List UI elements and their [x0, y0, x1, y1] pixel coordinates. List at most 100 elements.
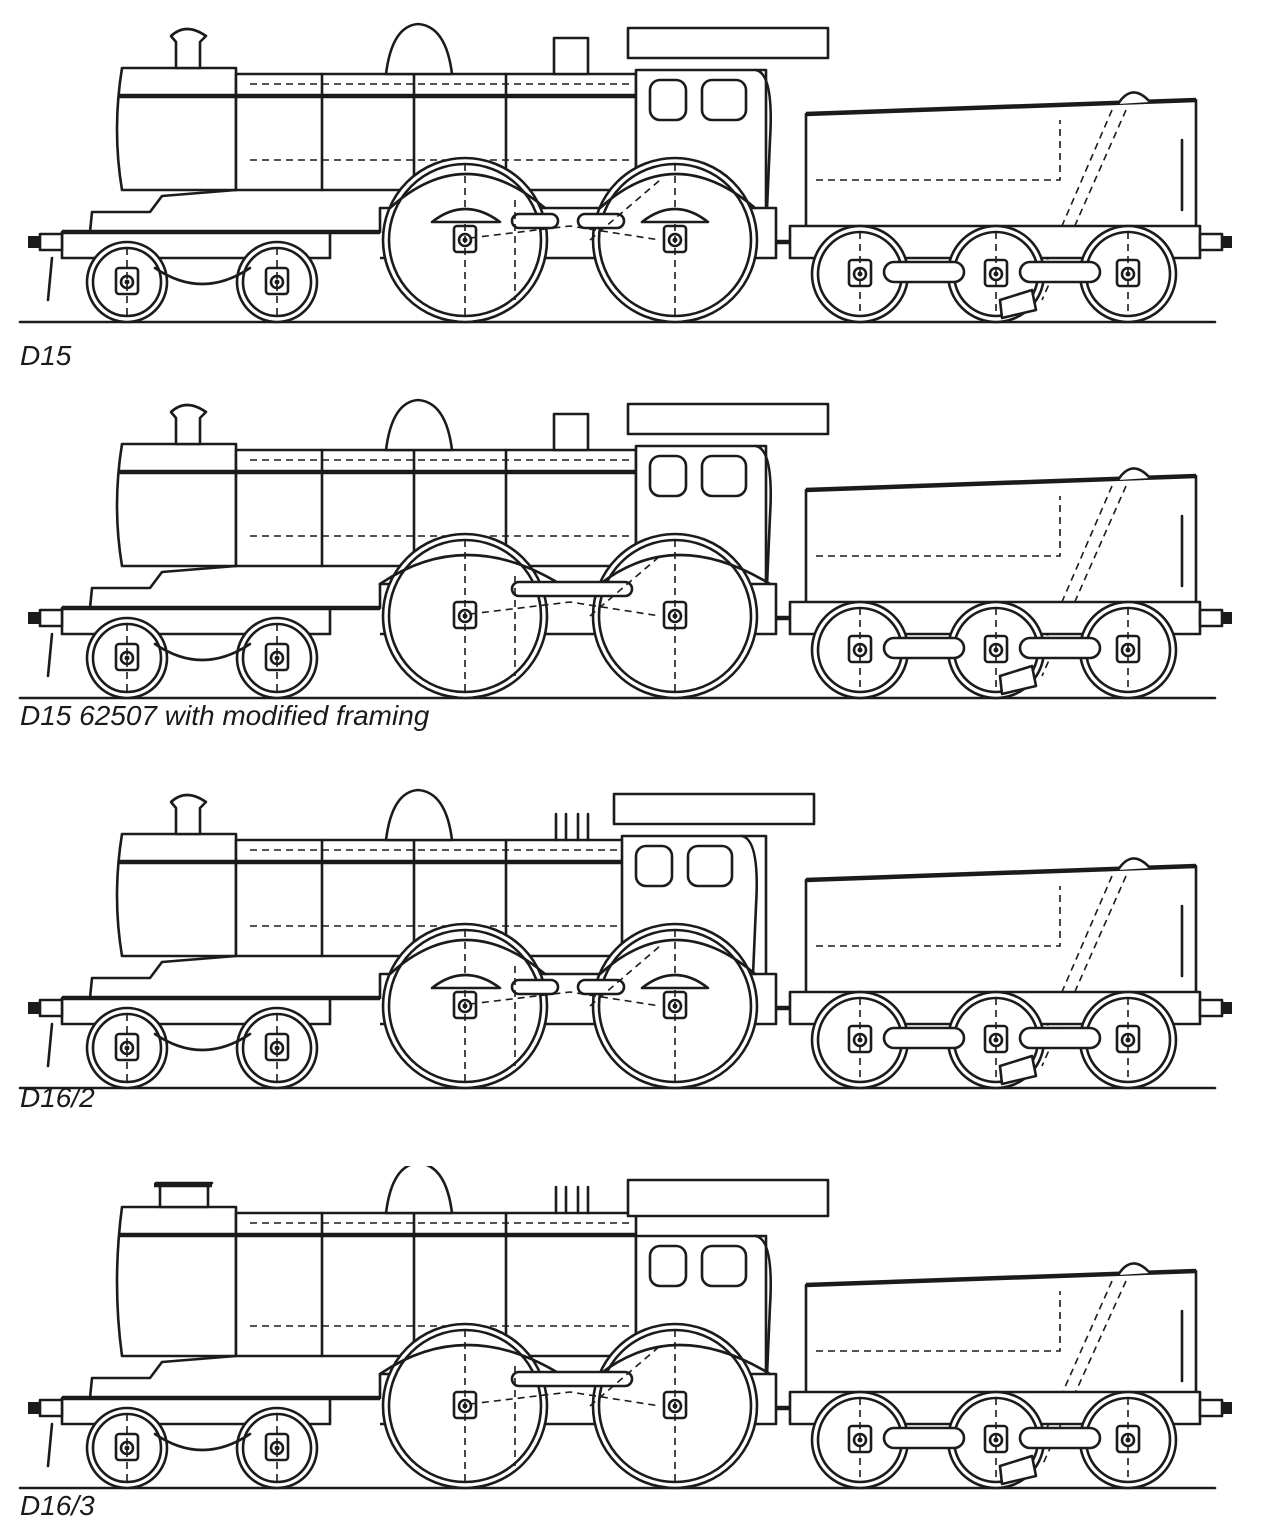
- motion-hidden-lines: [469, 555, 661, 676]
- tender-frame-slot-1: [882, 260, 966, 284]
- tender-wheel-3-hub: [1120, 1032, 1136, 1048]
- driving-wheel-trailing-axlebox: [662, 1390, 688, 1420]
- bogie-wheel-rear-axlebox: [264, 266, 290, 296]
- boiler-barrel: [234, 448, 638, 568]
- bogie-frame: [153, 1032, 252, 1052]
- loco-group: [18, 22, 1232, 324]
- locomotive-drawing-d15: [18, 22, 1232, 324]
- plate-d16-3: D16/3: [0, 1166, 1265, 1536]
- front-buffer-head: [28, 1002, 40, 1014]
- dome: [384, 788, 454, 842]
- cab-window-side: [700, 78, 748, 122]
- driving-wheel-leading-hub: [457, 608, 473, 624]
- driving-wheel-leading-axlebox: [452, 224, 478, 254]
- cab-window-side: [686, 844, 734, 888]
- water-scoop: [998, 1454, 1038, 1486]
- bogie-wheel-front: [85, 240, 169, 324]
- tender-wheel-2-hub: [988, 642, 1004, 658]
- rear-buffer-head: [1222, 1402, 1232, 1414]
- bogie-wheel-front-hub: [119, 1440, 135, 1456]
- plate-d15: D15: [0, 0, 1265, 380]
- driving-wheel-trailing: [591, 532, 759, 700]
- driving-wheel-leading-hub: [457, 232, 473, 248]
- bogie-wheel-rear-axlebox: [264, 642, 290, 672]
- dome: [384, 1166, 454, 1215]
- bogie-wheel-front-axle: [124, 1445, 130, 1451]
- driving-wheel-leading: [381, 532, 549, 700]
- front-footplate: [60, 1354, 238, 1400]
- tender-frame-slot-2: [1018, 260, 1102, 284]
- dome: [384, 398, 454, 452]
- bogie-frame: [153, 642, 252, 662]
- driving-wheel-leading-axlebox: [452, 990, 478, 1020]
- tender-wheel-1-hub: [852, 1032, 868, 1048]
- bogie-wheel-rear-hub: [269, 1040, 285, 1056]
- bogie-wheel-rear-axlebox: [264, 1032, 290, 1062]
- tender-wheel-1-hub: [852, 1432, 868, 1448]
- rear-buffer-head: [1222, 612, 1232, 624]
- dome: [384, 22, 454, 76]
- bogie-wheel-rear-axlebox: [264, 1432, 290, 1462]
- tender-wheel-1-axle: [857, 1437, 863, 1443]
- tender-tank: [804, 98, 1198, 234]
- water-scoop: [998, 1054, 1038, 1086]
- driving-wheel-trailing-axle: [672, 1003, 678, 1009]
- driving-wheel-trailing: [591, 1322, 759, 1490]
- driving-wheel-trailing-hub: [667, 232, 683, 248]
- locomotive-drawing-d16-2: [18, 788, 1232, 1090]
- firebox-hidden-lines: [250, 83, 630, 161]
- tender-wheel-2-hub: [988, 266, 1004, 282]
- tender-wheel-1-axlebox: [847, 634, 873, 664]
- tender-tank: [804, 474, 1198, 610]
- smokebox: [115, 442, 238, 568]
- smokebox: [115, 1205, 238, 1358]
- chimney: [169, 27, 208, 70]
- cab-window-side: [700, 1244, 748, 1288]
- splasher-leading: [388, 172, 547, 210]
- plate-d16-2: D16/2: [0, 766, 1265, 1146]
- smokebox: [115, 832, 238, 958]
- tender-wheel-3-hub: [1120, 642, 1136, 658]
- tender-hidden-lines: [816, 120, 1061, 181]
- tender-wheel-1-axlebox: [847, 1024, 873, 1054]
- tender-wheel-1-axle: [857, 271, 863, 277]
- front-footplate: [60, 188, 238, 234]
- firebox-hidden-lines: [250, 459, 630, 537]
- cab-window-front: [648, 78, 688, 122]
- cab-window-front: [634, 844, 674, 888]
- driving-wheel-leading: [381, 1322, 549, 1490]
- locomotive-drawing-d15-modified: [18, 398, 1232, 700]
- front-buffer: [38, 998, 64, 1018]
- driving-wheel-leading-axle: [462, 237, 468, 243]
- tender-wheel-2-hub: [988, 1432, 1004, 1448]
- cab-roof: [626, 26, 830, 60]
- rear-buffer: [1198, 1398, 1224, 1418]
- bogie-frame: [153, 266, 252, 286]
- driving-wheel-leading-axle: [462, 613, 468, 619]
- bogie-wheel-front: [85, 1006, 169, 1090]
- cab-cutout: [740, 834, 758, 1000]
- tender-wheel-1-hub: [852, 266, 868, 282]
- driving-wheel-trailing-hub: [667, 998, 683, 1014]
- front-footplate: [60, 564, 238, 610]
- splasher-slot-leading: [430, 207, 502, 224]
- tender-wheel-3-axle: [1125, 1037, 1131, 1043]
- safety-valve-casing: [552, 412, 590, 452]
- driving-wheel-leading-axlebox: [452, 1390, 478, 1420]
- frame-slot-1: [510, 212, 560, 230]
- tender-wheel-1: [810, 1390, 910, 1490]
- tender-wheel-2-axlebox: [983, 1424, 1009, 1454]
- front-buffer-head: [28, 236, 40, 248]
- guard-iron: [46, 1422, 54, 1468]
- safety-valve-casing: [552, 36, 590, 76]
- front-buffer: [38, 608, 64, 628]
- tender-water-filler: [1116, 467, 1151, 481]
- frame-slot-1: [510, 978, 560, 996]
- tender-wheel-3-axle: [1125, 1437, 1131, 1443]
- front-buffer-head: [28, 1402, 40, 1414]
- tender-wheel-3-axlebox: [1115, 634, 1141, 664]
- bogie-wheel-rear: [235, 240, 319, 324]
- frame-slot-2: [576, 978, 626, 996]
- driving-wheel-trailing-axlebox: [662, 224, 688, 254]
- driving-wheel-leading-hub: [457, 998, 473, 1014]
